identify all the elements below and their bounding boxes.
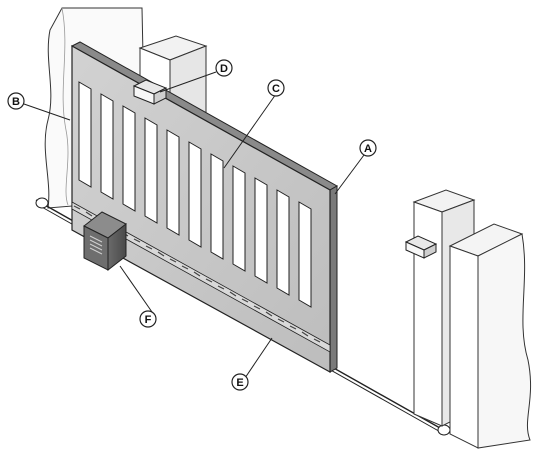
gate-leaf bbox=[70, 41, 339, 374]
callout-e-label: E bbox=[236, 377, 243, 389]
right-wall bbox=[448, 223, 532, 449]
photocell-device bbox=[132, 79, 168, 105]
callout-a: A bbox=[359, 139, 377, 157]
callout-a-label: A bbox=[364, 143, 372, 155]
callout-d-label: D bbox=[220, 63, 228, 75]
callout-f: F bbox=[139, 310, 157, 328]
callout-b-label: B bbox=[12, 96, 20, 108]
gearmotor-vent-icon bbox=[89, 235, 103, 255]
leader-lines bbox=[23, 71, 365, 379]
callout-f-label: F bbox=[145, 314, 152, 326]
callout-d: D bbox=[215, 59, 233, 77]
callout-c: C bbox=[267, 79, 285, 97]
gearmotor-box bbox=[83, 211, 127, 272]
callout-b: B bbox=[7, 92, 25, 110]
callout-c-label: C bbox=[272, 83, 280, 95]
callout-e: E bbox=[231, 373, 249, 391]
gate-openings bbox=[78, 81, 312, 308]
